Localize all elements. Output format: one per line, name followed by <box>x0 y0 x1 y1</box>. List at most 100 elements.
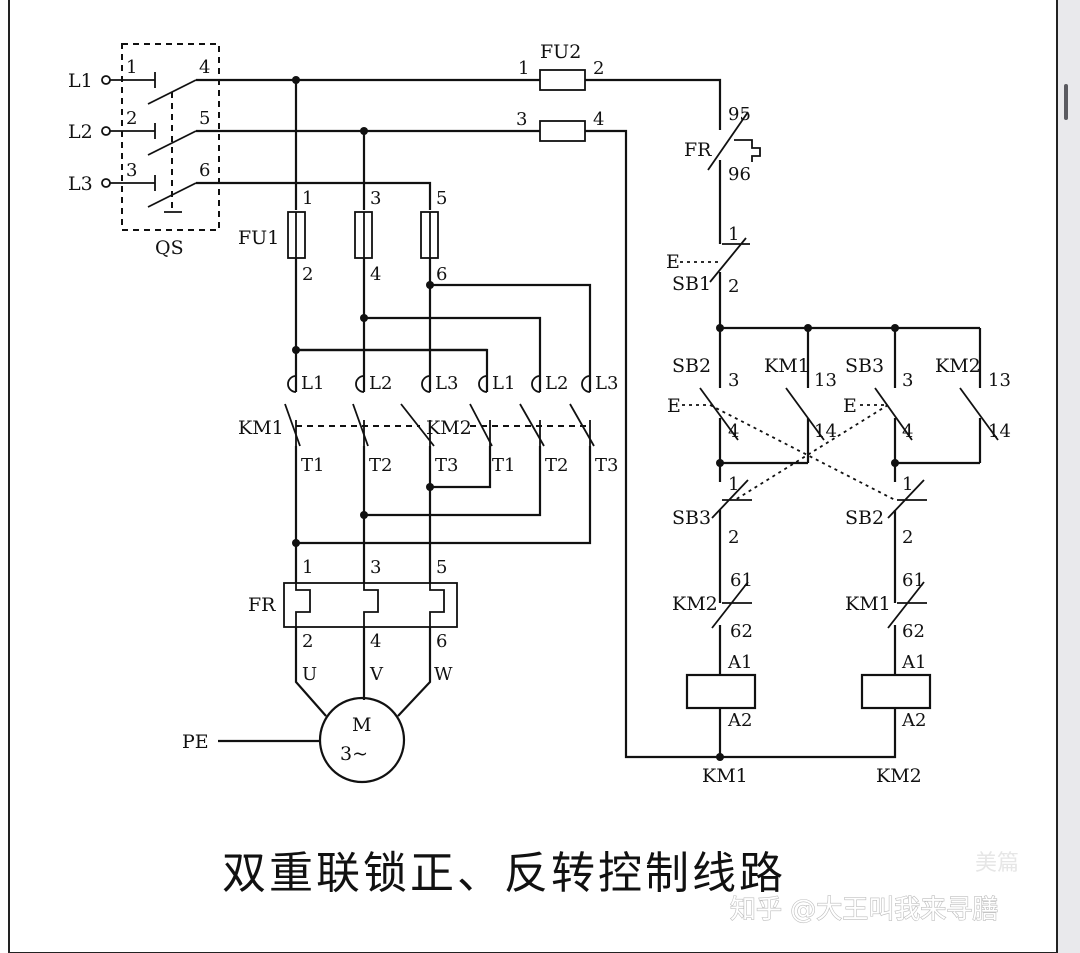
motor: U V W M 3~ PE <box>182 627 453 784</box>
km1-coil <box>685 673 757 710</box>
sb3-e: E <box>843 395 857 417</box>
fu1-t4: 4 <box>370 264 381 285</box>
fu1-fuses: FU1 1 3 5 2 4 6 <box>238 188 447 285</box>
fu2-t3: 3 <box>516 109 527 130</box>
qs-term-6: 6 <box>199 160 210 181</box>
km1-a2: A2 <box>727 710 752 731</box>
qs-term-1: 1 <box>126 57 137 78</box>
sb3-t4: 4 <box>902 421 913 442</box>
label-l2: L2 <box>68 121 93 143</box>
sb3-label: SB3 <box>845 355 884 377</box>
fr-contact-label: FR <box>684 139 712 161</box>
sb3-nc-1: 1 <box>728 474 739 495</box>
fr-t6: 6 <box>436 631 447 652</box>
km1-l3: L3 <box>435 373 458 394</box>
fr-t2: 2 <box>302 631 313 652</box>
fu2-t4: 4 <box>593 109 604 130</box>
sb2-e: E <box>667 395 681 417</box>
sb2-t4: 4 <box>728 421 739 442</box>
fr-t5: 5 <box>436 557 447 578</box>
fr-96: 96 <box>728 164 751 185</box>
km2-l1: L1 <box>492 373 515 394</box>
fr-t3: 3 <box>370 557 381 578</box>
motor-v: V <box>369 664 384 685</box>
km2-l3: L3 <box>595 373 618 394</box>
km1-aux-14: 14 <box>814 421 837 442</box>
km1-aux-13: 13 <box>814 370 837 391</box>
qs-term-4: 4 <box>199 57 210 78</box>
fu1-t5: 5 <box>436 188 447 209</box>
fr-t4: 4 <box>370 631 381 652</box>
fr-label: FR <box>248 594 276 616</box>
motor-w: W <box>434 664 453 685</box>
motor-u: U <box>302 664 317 685</box>
sb2-nc-2: 2 <box>902 527 913 548</box>
sb1-label: SB1 <box>672 273 711 295</box>
l3-terminal <box>101 178 111 188</box>
km1-t1: T1 <box>301 455 324 476</box>
scrollbar[interactable] <box>1058 0 1080 953</box>
scrollbar-thumb[interactable] <box>1064 84 1068 120</box>
zhihu-watermark: 知乎 @大王叫我来寻膳 <box>730 895 998 925</box>
km2-main-label: KM2 <box>426 417 472 439</box>
km1-aux-label: KM1 <box>764 355 810 377</box>
qs-term-3: 3 <box>126 160 137 181</box>
fr-t1: 1 <box>302 557 313 578</box>
qs-term-2: 2 <box>126 108 137 129</box>
km1-nc-62: 62 <box>902 621 925 642</box>
motor-symbol <box>318 696 406 784</box>
km2-aux-label: KM2 <box>935 355 981 377</box>
km1-l2: L2 <box>369 373 392 394</box>
sb2-label: SB2 <box>672 355 711 377</box>
km2-l2: L2 <box>545 373 568 394</box>
km1-nc-label: KM1 <box>845 593 891 615</box>
km2-t2: T2 <box>545 455 568 476</box>
l2-terminal <box>101 126 111 136</box>
km1-l1: L1 <box>301 373 324 394</box>
km1-main-label: KM1 <box>238 417 284 439</box>
diagram-title: 双重联锁正、反转控制线路 <box>222 848 786 899</box>
fr-95: 95 <box>728 104 751 125</box>
control-circuit: FR 95 96 E SB1 1 2 E E S <box>666 104 1011 787</box>
fu2-t1: 1 <box>518 58 529 79</box>
meipian-watermark: 美篇 <box>975 851 1019 876</box>
km2-aux-14: 14 <box>988 421 1011 442</box>
fu1-t2: 2 <box>302 264 313 285</box>
km2-nc-label: KM2 <box>672 593 718 615</box>
main-bus <box>196 76 897 759</box>
km1-a1: A1 <box>727 652 752 673</box>
km2-coil <box>860 673 932 710</box>
km2-nc-62: 62 <box>730 621 753 642</box>
fu2-fuses: FU2 1 2 3 4 <box>516 41 604 142</box>
sb3-nc-2: 2 <box>728 527 739 548</box>
fu1-label: FU1 <box>238 227 279 249</box>
qs-term-5: 5 <box>199 108 210 129</box>
l1-terminal <box>101 75 111 85</box>
km1-t2: T2 <box>369 455 392 476</box>
circuit-diagram: L1 L2 L3 1 2 3 4 5 6 QS <box>68 41 1019 926</box>
km2-coil-label: KM2 <box>876 765 922 787</box>
motor-m: M <box>352 714 371 736</box>
label-l3: L3 <box>68 173 93 195</box>
km1-coil-label: KM1 <box>702 765 748 787</box>
sb2-nc-label: SB2 <box>845 507 884 529</box>
km2-a2: A2 <box>901 710 926 731</box>
fu2-label: FU2 <box>540 41 581 63</box>
sb3-nc-label: SB3 <box>672 507 711 529</box>
fu1-t3: 3 <box>370 188 381 209</box>
fu1-t1: 1 <box>302 188 313 209</box>
motor-3phase: 3~ <box>340 743 368 765</box>
label-l1: L1 <box>68 70 93 92</box>
sb1-t2: 2 <box>728 276 739 297</box>
qs-switch: L1 L2 L3 1 2 3 4 5 6 QS <box>68 43 220 259</box>
km2-a1: A1 <box>901 652 926 673</box>
km1-nc-61: 61 <box>902 570 925 591</box>
pe-label: PE <box>182 731 209 753</box>
qs-label: QS <box>155 237 184 259</box>
km2-t3: T3 <box>595 455 618 476</box>
power-circuit: KM1 KM2 L1 L2 L3 L1 L2 L3 T1 T2 T3 T1 T2… <box>238 258 618 583</box>
sb1-t1: 1 <box>728 224 739 245</box>
sb3-t3: 3 <box>902 370 913 391</box>
km2-t1: T1 <box>492 455 515 476</box>
